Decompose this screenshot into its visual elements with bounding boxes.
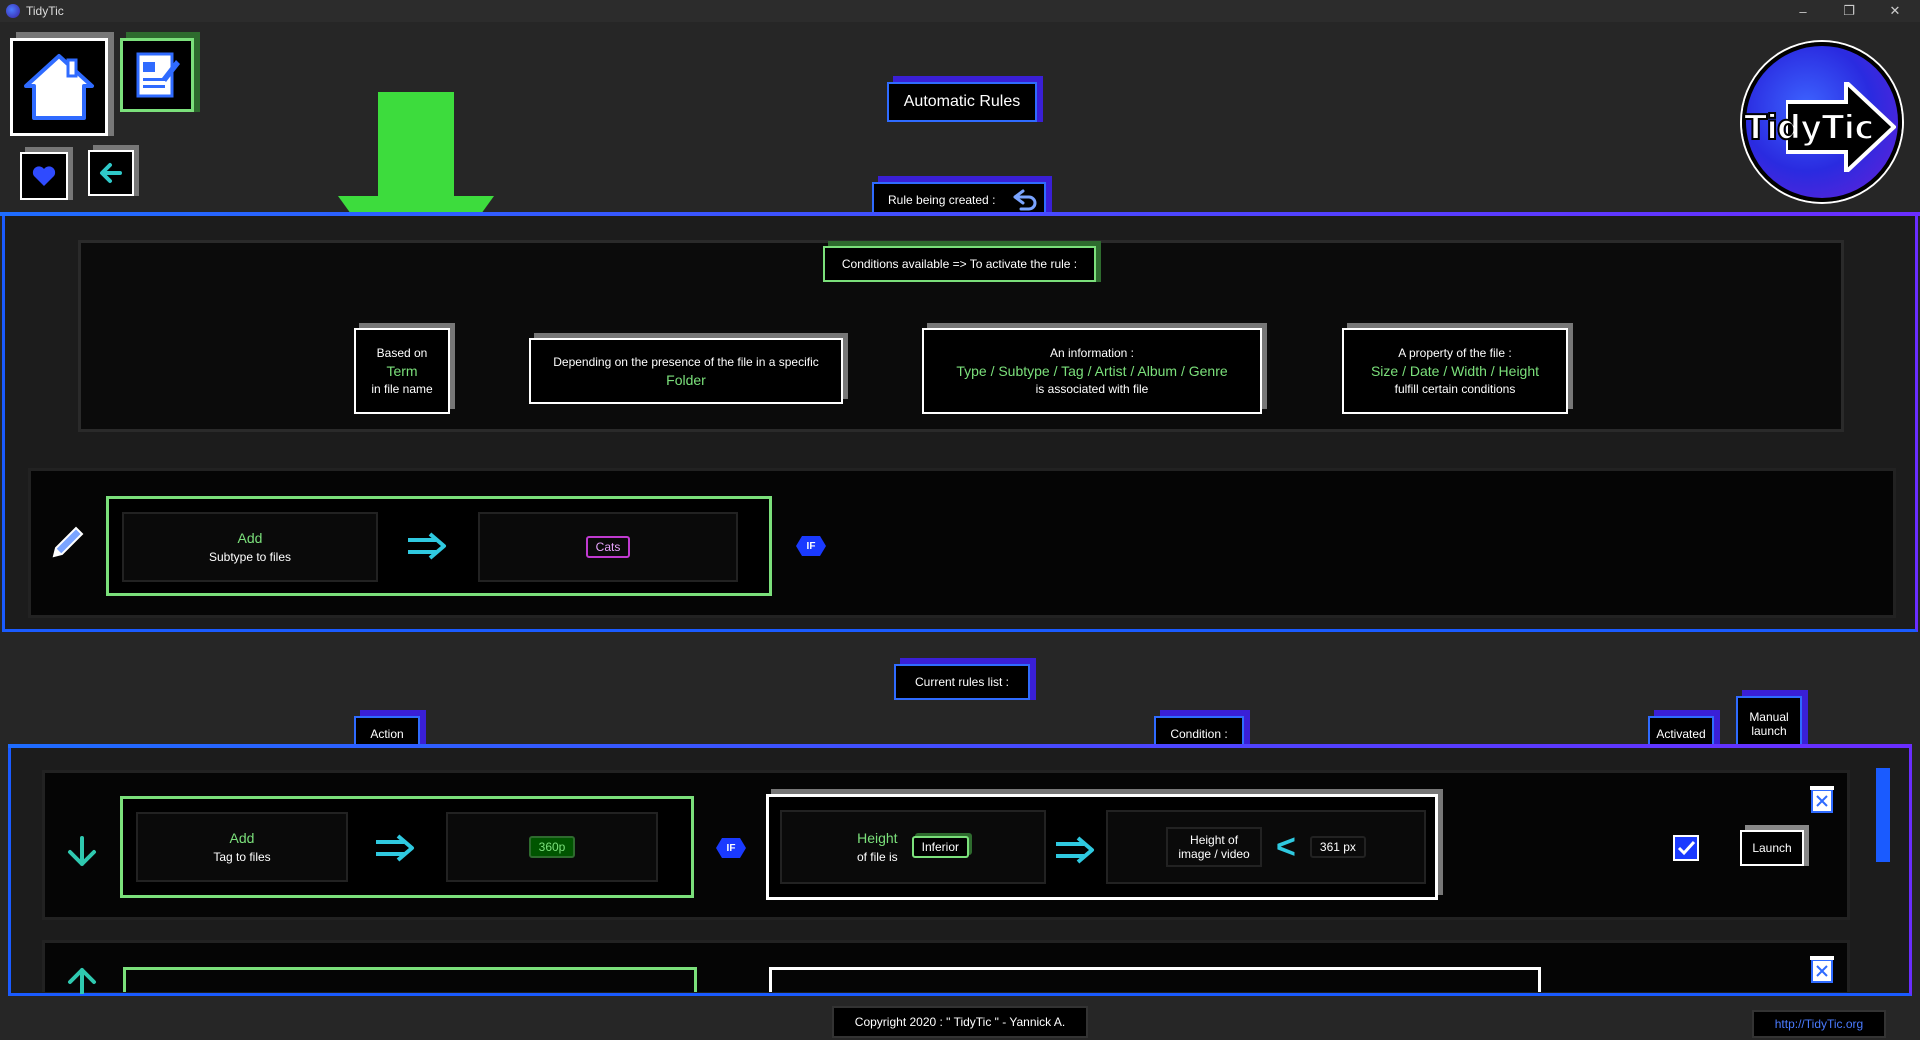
right-arrow-icon <box>1056 836 1094 864</box>
heart-icon <box>32 166 56 186</box>
if-badge: IF <box>716 838 746 858</box>
condition-line3: fulfill certain conditions <box>1394 382 1516 396</box>
trash-icon[interactable] <box>1808 782 1836 814</box>
window-title: TidyTic <box>26 4 64 18</box>
rule-action-cell[interactable]: Add Tag to files <box>136 812 348 882</box>
close-button[interactable]: ✕ <box>1889 3 1901 18</box>
divider-top <box>0 212 1920 216</box>
condition-line3: is associated with file <box>1035 382 1149 396</box>
trash-icon[interactable] <box>1808 952 1836 984</box>
launch-button[interactable]: Launch <box>1740 830 1804 866</box>
rules-scrollbar-thumb[interactable] <box>1876 768 1890 862</box>
condition-prop: Height of file is <box>857 830 898 864</box>
right-arrow-icon <box>376 834 414 862</box>
condition-information-card[interactable]: An information : Type / Subtype / Tag / … <box>922 328 1262 414</box>
condition-field: Height of image / video <box>1166 827 1263 867</box>
minimize-button[interactable]: – <box>1799 3 1807 19</box>
footer-copyright: Copyright 2020 : " TidyTic " - Yannick A… <box>832 1006 1088 1038</box>
launch-button-text: Launch <box>1752 841 1792 855</box>
edit-document-icon <box>136 52 180 98</box>
edit-rules-button[interactable] <box>120 38 194 112</box>
rules-list-title: Current rules list : <box>894 664 1030 700</box>
page-title: Automatic Rules <box>887 82 1037 122</box>
condition-prop-name: Height <box>857 830 898 846</box>
condition-line1: An information : <box>1049 346 1135 360</box>
conditions-title-text: Conditions available => To activate the … <box>841 257 1078 271</box>
footer-link[interactable]: http://TidyTic.org <box>1752 1010 1886 1038</box>
condition-operator-pill[interactable]: Inferior <box>911 836 970 858</box>
col-condition-text: Condition : <box>1170 727 1228 741</box>
right-arrow-icon <box>408 532 446 560</box>
rule-action-box-partial <box>123 967 697 992</box>
col-activated-text: Activated <box>1656 727 1706 741</box>
logo-arrow-icon <box>1786 82 1896 172</box>
rule-condition-box-partial <box>769 967 1541 992</box>
rule-being-created-text: Rule being created : <box>888 193 996 207</box>
col-action-text: Action <box>370 727 404 741</box>
if-text: IF <box>806 540 816 552</box>
condition-term-card[interactable]: Based on Term in file name <box>354 328 450 414</box>
if-badge: IF <box>796 536 826 556</box>
condition-line3: in file name <box>371 382 433 396</box>
logo-text: TidyTic <box>1743 107 1875 149</box>
condition-property-card[interactable]: A property of the file : Size / Date / W… <box>1342 328 1568 414</box>
condition-prop-sub: of file is <box>856 850 898 864</box>
undo-icon[interactable] <box>1011 189 1037 211</box>
tidytic-logo: TidyTic <box>1742 42 1902 202</box>
condition-line1: Depending on the presence of the file in… <box>553 355 819 369</box>
col-manual-text: Manual launch <box>1749 710 1789 738</box>
condition-highlight: Type / Subtype / Tag / Artist / Album / … <box>956 363 1228 379</box>
divider-rules <box>8 744 1912 748</box>
rules-list-title-text: Current rules list : <box>914 675 1010 689</box>
home-button[interactable] <box>10 38 108 136</box>
current-value-cell[interactable]: Cats <box>478 512 738 582</box>
condition-line1: Based on <box>376 346 428 360</box>
home-icon <box>24 54 94 120</box>
rule-row-partial <box>42 940 1850 992</box>
back-button[interactable] <box>88 150 134 196</box>
condition-folder-card[interactable]: Depending on the presence of the file in… <box>529 338 843 404</box>
page-title-text: Automatic Rules <box>903 93 1021 110</box>
footer-url-text[interactable]: http://TidyTic.org <box>1774 1017 1864 1031</box>
rule-condition-prop-cell[interactable]: Height of file is Inferior <box>780 810 1046 884</box>
action-target: Subtype to files <box>208 550 292 564</box>
col-manual-header: Manual launch <box>1736 696 1802 752</box>
move-up-icon[interactable] <box>64 964 100 994</box>
condition-highlight: Folder <box>666 372 706 388</box>
conditions-title: Conditions available => To activate the … <box>823 246 1096 282</box>
title-bar: TidyTic – ❐ ✕ <box>0 0 1920 22</box>
condition-line1: A property of the file : <box>1398 346 1512 360</box>
value-pill: Cats <box>585 536 631 558</box>
condition-highlight: Size / Date / Width / Height <box>1370 363 1540 379</box>
condition-highlight: Term <box>386 363 418 379</box>
value-pill: 360p <box>528 836 576 858</box>
action-verb: Add <box>229 830 255 846</box>
action-verb: Add <box>237 530 263 546</box>
checkbox-checked-icon[interactable] <box>1672 834 1700 862</box>
app-icon <box>6 4 20 18</box>
pencil-icon[interactable] <box>48 522 88 562</box>
copyright-text: Copyright 2020 : " TidyTic " - Yannick A… <box>854 1015 1066 1029</box>
favorites-button[interactable] <box>20 152 68 200</box>
current-action-cell[interactable]: Add Subtype to files <box>122 512 378 582</box>
restore-button[interactable]: ❐ <box>1843 3 1855 18</box>
action-target: Tag to files <box>213 850 271 864</box>
condition-value: 361 px <box>1309 836 1366 858</box>
back-arrow-icon <box>100 163 122 183</box>
move-down-icon[interactable] <box>64 834 100 870</box>
condition-comparator: < <box>1276 827 1296 866</box>
rule-value-cell[interactable]: 360p <box>446 812 658 882</box>
rule-condition-value-cell[interactable]: Height of image / video < 361 px <box>1106 810 1426 884</box>
if-text: IF <box>726 842 736 854</box>
